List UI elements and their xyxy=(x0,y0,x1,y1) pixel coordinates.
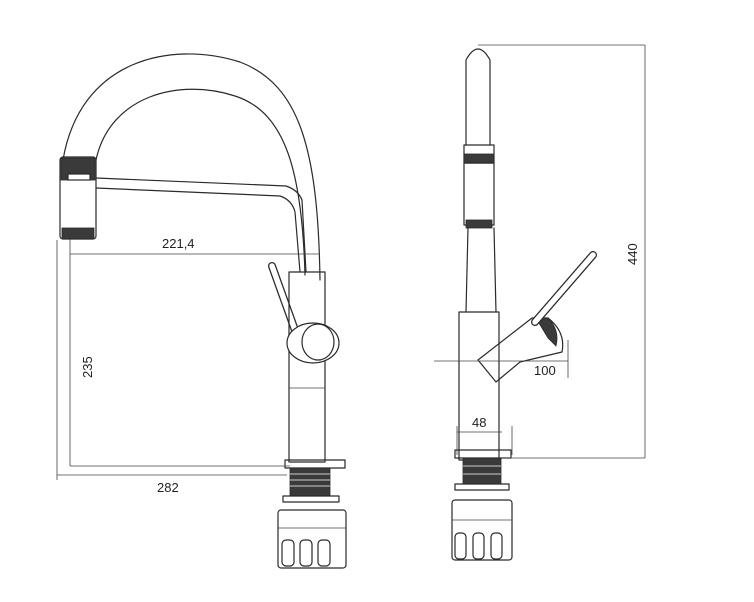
side-spray-band-dark xyxy=(463,153,495,164)
spout-arch xyxy=(62,53,321,281)
dim-spout-reach: 221,4 xyxy=(162,236,195,251)
side-spray-head xyxy=(463,162,495,226)
dim-total-reach: 282 xyxy=(157,480,179,495)
handle-knob-face xyxy=(301,323,335,361)
base-collar xyxy=(284,459,346,469)
dim-outlet-height: 235 xyxy=(80,356,95,378)
spout-arch-inner xyxy=(95,88,306,276)
side-body xyxy=(458,311,500,461)
dim-body-diameter: 48 xyxy=(472,415,486,430)
spray-rail-lower xyxy=(95,187,301,273)
side-view: 48 100 440 xyxy=(434,44,646,561)
dim-handle-offset: 100 xyxy=(534,363,556,378)
mounting-nut xyxy=(277,509,347,569)
side-mounting-nut xyxy=(451,499,513,561)
spray-head-tip xyxy=(61,227,95,240)
faucet-body xyxy=(288,271,326,463)
front-view: 221,4 235 282 xyxy=(56,53,347,569)
side-spray-tip xyxy=(465,219,493,229)
dim-total-height: 440 xyxy=(625,243,640,265)
mount-washer xyxy=(282,495,340,503)
side-mount-thread xyxy=(462,457,502,485)
side-base-collar xyxy=(454,449,512,459)
handle-lever-inner xyxy=(269,263,299,336)
side-spout xyxy=(465,48,491,146)
spray-button xyxy=(67,173,91,181)
spray-rail xyxy=(95,177,307,273)
mount-thread xyxy=(289,467,331,497)
